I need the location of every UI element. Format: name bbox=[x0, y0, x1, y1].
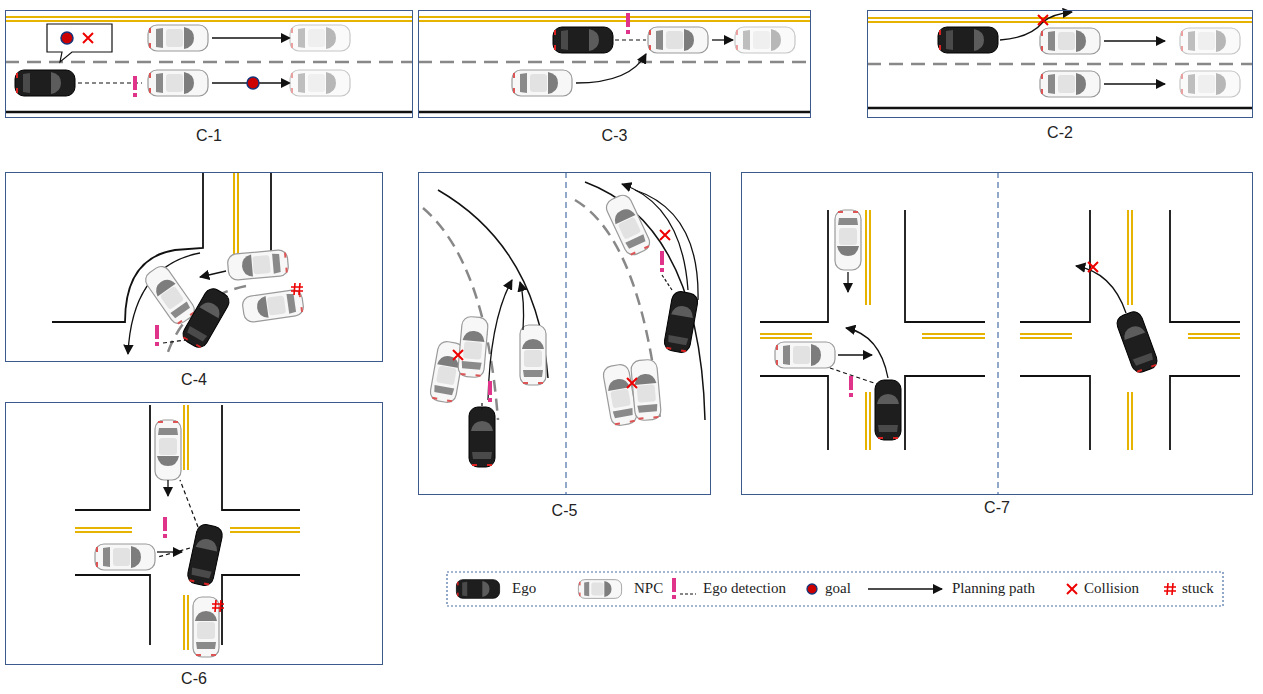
panel-label: C-1 bbox=[196, 127, 222, 145]
scenario-panel: C-4 bbox=[5, 172, 383, 362]
legend-label: Ego detection bbox=[703, 580, 786, 597]
scenario-panel: C-7 bbox=[741, 172, 1253, 495]
legend-label: Collision bbox=[1084, 580, 1139, 597]
legend-label: NPC bbox=[634, 580, 663, 597]
panel-label: C-3 bbox=[602, 127, 628, 145]
scenario-panel: C-3 bbox=[418, 10, 811, 118]
legend-label: Ego bbox=[512, 580, 536, 597]
panel-label: C-2 bbox=[1047, 124, 1073, 142]
scenario-panel: C-2 bbox=[867, 10, 1253, 118]
legend-label: Planning path bbox=[952, 580, 1035, 597]
legend-label: goal bbox=[825, 580, 851, 597]
scenario-panel: C-5 bbox=[418, 172, 711, 495]
panel-label: C-6 bbox=[181, 670, 207, 688]
scenario-panel: C-6 bbox=[5, 402, 383, 665]
panel-label: C-4 bbox=[181, 371, 207, 389]
panel-label: C-7 bbox=[984, 499, 1010, 517]
scenario-panel: C-1 bbox=[5, 10, 413, 118]
legend-label: stuck bbox=[1182, 580, 1214, 597]
panel-label: C-5 bbox=[552, 502, 578, 520]
